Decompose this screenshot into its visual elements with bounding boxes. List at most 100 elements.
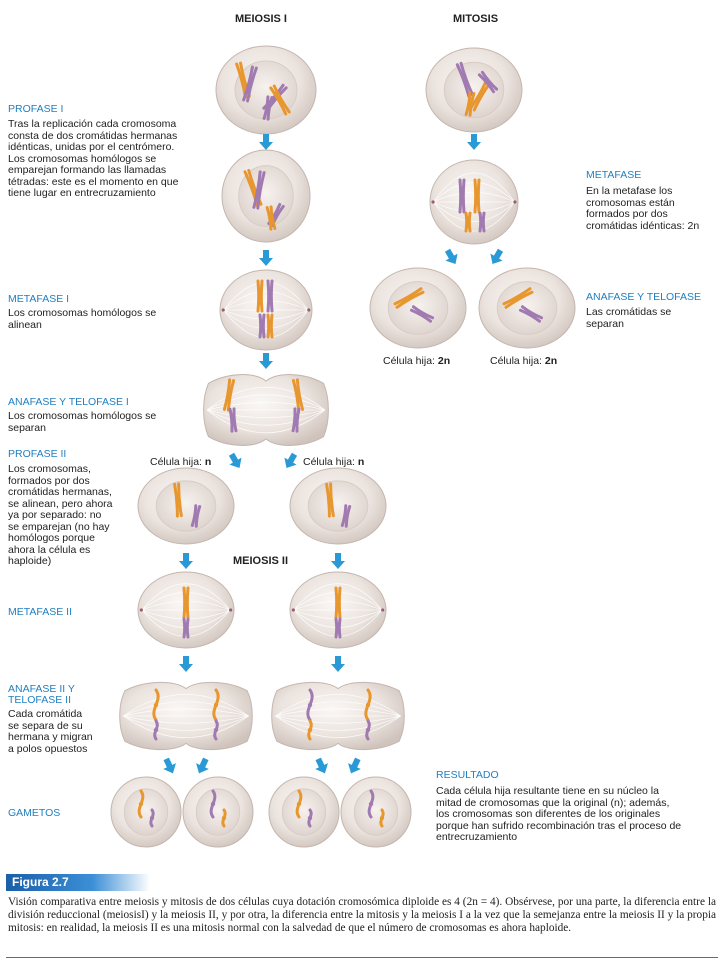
chromatid — [365, 719, 371, 741]
anafase-ii-right-cell-spindle-fiber — [275, 701, 401, 717]
chromatid — [209, 789, 217, 819]
metafase-i-cell-spindle-fiber — [223, 291, 309, 311]
chromosome — [473, 178, 481, 214]
mitosis-metafase-cell-centrosome — [431, 200, 435, 204]
metafase-ii-left-cell-spindle-fiber — [141, 583, 231, 611]
metafase-i-text: Los cromosomas homólogos se alinean — [8, 307, 157, 331]
metafase-i-cell-centrosome — [307, 308, 311, 312]
metafase-ii-left-cell-spindle-fiber — [141, 609, 231, 620]
anafase-ii-title: ANAFASE II Y TELOFASE II — [8, 683, 75, 706]
cell-division-diagram — [110, 45, 576, 848]
meiosis-ii-heading: MEIOSIS II — [233, 555, 289, 567]
anafase-ii-left-cell-spindle-fiber — [123, 715, 249, 731]
anafase-ii-left-cell-spindle-fiber — [123, 715, 249, 738]
arrow-down — [467, 134, 481, 150]
anafase-telofase-title: ANAFASE Y TELOFASE — [586, 291, 701, 303]
cell-label-mitosis-right: Célula hija: 2n — [490, 355, 558, 367]
anafase-i-cell-spindle-fiber — [206, 409, 326, 434]
anafase-ii-text: Cada cromátida se separa de su hermana y… — [8, 708, 93, 755]
chromosome — [291, 407, 301, 433]
resultado-title: RESULTADO — [436, 769, 499, 781]
chromatid — [149, 808, 155, 828]
anafase-ii-left-cell-spindle-fiber — [123, 708, 249, 717]
chromosome — [464, 91, 476, 117]
chromatid — [152, 688, 160, 722]
gamete-cell-2-nucleus — [195, 788, 241, 836]
chromosome — [458, 178, 466, 214]
mitosis-metafase-cell-spindle-fiber — [433, 191, 515, 203]
chromosome — [258, 313, 266, 339]
arrow-down-left — [163, 757, 176, 774]
gamete-cell-3-nucleus — [281, 788, 327, 836]
profase-ii-right-cell-nucleus — [307, 480, 369, 532]
profase-ii-left-cell-nucleus — [155, 480, 217, 532]
chromosome — [291, 378, 305, 412]
metafase-i-cell-spindle-fiber — [223, 309, 309, 320]
chromosome — [222, 378, 236, 412]
mitosis-daughter-right-cell-nucleus — [496, 281, 558, 335]
chromosome — [409, 305, 435, 323]
arrow-down — [179, 656, 193, 672]
gamete-cell-1-nucleus — [123, 788, 169, 836]
metafase-i-cell-spindle-fiber — [223, 309, 309, 329]
mitosis-daughter-left-cell-nucleus — [387, 281, 449, 335]
arrow-down-right — [348, 757, 361, 774]
anafase-ii-left-cell-spindle-fiber — [123, 701, 249, 717]
anafase-ii-right-cell-spindle-fiber — [275, 715, 401, 738]
chromosome — [464, 211, 472, 233]
chromosome — [190, 504, 202, 528]
chromatid — [213, 719, 219, 741]
chromatid — [153, 719, 159, 741]
mitosis-metafase-cell-spindle-fiber — [433, 201, 515, 232]
profase-i-title: PROFASE I — [8, 103, 64, 115]
arrow-down — [259, 250, 273, 266]
meiosis-i-heading: MEIOSIS I — [235, 13, 287, 25]
anafase-i-cell-spindle-fiber — [206, 409, 326, 426]
metafase-ii-right-cell-spindle-fiber — [293, 609, 383, 620]
anafase-i-cell-spindle-fiber — [207, 402, 325, 411]
figure-label-bar — [6, 874, 150, 891]
gametos-title: GAMETOS — [8, 807, 61, 819]
metafase-i-cell-spindle-fiber — [223, 281, 309, 311]
chromatid — [364, 688, 372, 722]
chromatid — [295, 789, 303, 819]
chromosome — [518, 305, 544, 323]
chromosome — [242, 65, 258, 103]
chromosome — [182, 586, 190, 620]
metafase-text: En la metafase los cromosomas están form… — [586, 185, 700, 232]
anafase-i-cell-spindle-fiber — [207, 409, 325, 418]
anafase-ii-left-cell-spindle-fiber — [123, 715, 249, 724]
chromatid — [307, 719, 313, 741]
metafase-ii-right-cell-centrosome — [381, 608, 385, 612]
arrow-down — [331, 553, 345, 569]
chromosome — [173, 482, 183, 518]
chromosome — [455, 61, 475, 99]
anafase-i-cell-spindle-fiber — [206, 386, 326, 411]
metafase-ii-left-cell-spindle-fiber — [141, 609, 231, 637]
metafase-i-cell-centrosome — [221, 308, 225, 312]
chromosome — [252, 170, 266, 210]
chromosome — [269, 84, 291, 116]
metafase-ii-right-cell-spindle-fiber — [293, 609, 383, 637]
mitosis-heading: MITOSIS — [453, 13, 499, 25]
arrow-down-right — [284, 452, 298, 469]
metafase-title: METAFASE — [586, 169, 642, 181]
chromosome — [477, 70, 499, 94]
metafase-ii-title: METAFASE II — [8, 606, 72, 618]
arrow-down-left — [228, 452, 242, 469]
anafase-i-title: ANAFASE Y TELOFASE I — [8, 396, 129, 408]
mitosis-metafase-cell-spindle-fiber — [433, 172, 515, 203]
profase-i-text: Tras la replicación cada cromosoma const… — [8, 118, 179, 199]
chromosome — [478, 211, 486, 233]
arrow-down-left — [444, 248, 458, 265]
metafase-ii-left-cell-spindle-fiber — [141, 592, 231, 611]
anafase-ii-right-cell-spindle-fiber — [275, 715, 401, 724]
profase-ii-title: PROFASE II — [8, 448, 67, 460]
metafase-i-cell-spindle-fiber — [223, 309, 309, 339]
metafase-ii-right-cell-spindle-fiber — [293, 592, 383, 611]
cell-label-meiosis-left: Célula hija: n — [150, 456, 212, 468]
chromosome — [265, 205, 277, 231]
gamete-cell-4-nucleus — [353, 788, 399, 836]
metafase-ii-left-cell-centrosome — [139, 608, 143, 612]
profase-ii-text: Los cromosomas, formados por dos cromáti… — [8, 463, 113, 567]
